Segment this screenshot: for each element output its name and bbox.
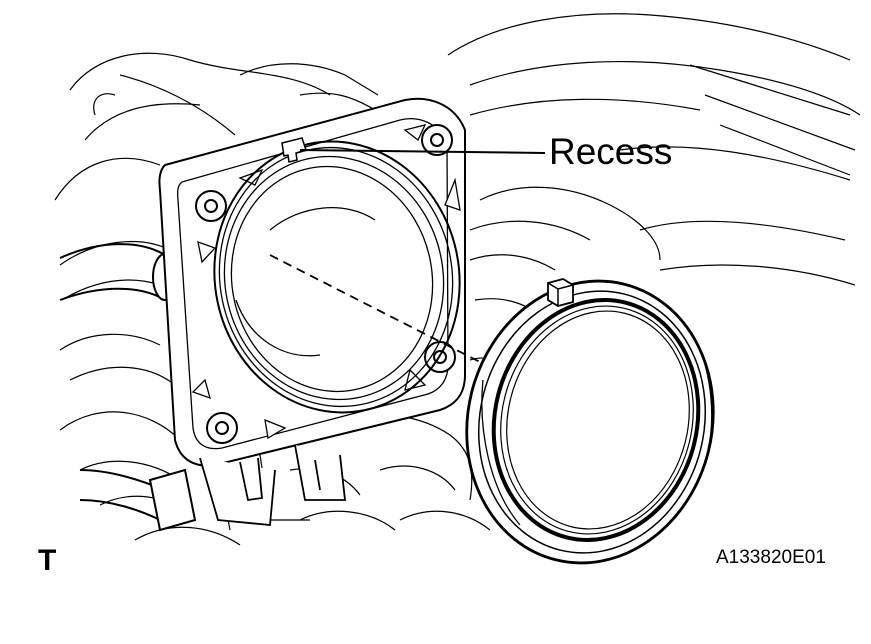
gasket-tab [547, 278, 574, 307]
bolt-holes [195, 124, 456, 444]
alignment-line [269, 254, 481, 363]
recess-label: Recess [549, 131, 673, 172]
gasket [465, 278, 715, 565]
recess-leader-line [299, 149, 546, 154]
figure-id: A133820E01 [716, 547, 826, 568]
recess-notch [281, 137, 307, 163]
throttle-body-flange [158, 97, 466, 467]
corner-mark: T [38, 544, 57, 577]
background-engine-parts [54, 13, 861, 546]
flange-webs [191, 124, 461, 440]
throttle-body-housing [199, 444, 347, 526]
